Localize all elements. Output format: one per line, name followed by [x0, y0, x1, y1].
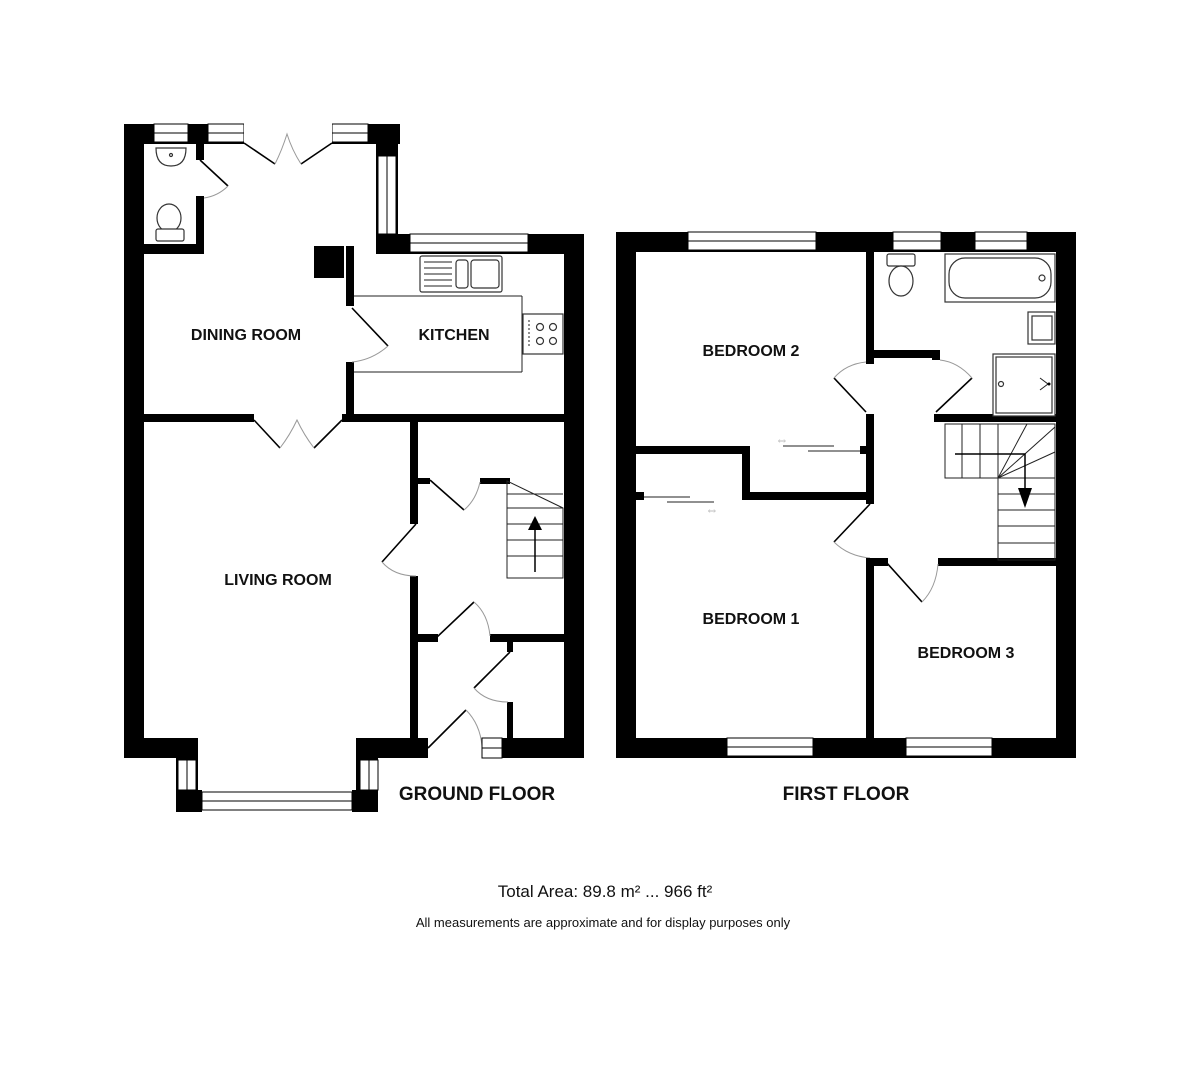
- dining-window-left: [207, 123, 245, 134]
- bathroom-south-wall: [934, 414, 1056, 422]
- dining-kitchen-wall-top: [346, 246, 354, 306]
- sliding-arrow-icon: ⇔: [706, 502, 719, 517]
- dining-east-window: [377, 155, 388, 235]
- bay-window-right: [359, 759, 370, 791]
- porch-north-wall: [490, 634, 564, 642]
- cupboard-door: [429, 479, 465, 511]
- bay-corner-left: [176, 790, 202, 812]
- room-label-living-room: LIVING ROOM: [224, 572, 332, 589]
- porch-window: [481, 737, 503, 749]
- bay-window-front: [201, 791, 353, 802]
- stairs-down-icon: [944, 423, 1056, 561]
- bathroom-west-wall: [866, 252, 874, 364]
- sliding-arrow-icon: ⇔: [776, 432, 789, 447]
- porch-cupboard-door: [473, 651, 511, 689]
- front-door: [427, 709, 467, 749]
- first-floor-title: FIRST FLOOR: [783, 784, 910, 805]
- ff-west-wall: [616, 232, 636, 758]
- wc-east-wall: [196, 196, 204, 252]
- bedroom1-window: [726, 737, 814, 748]
- hall-west-wall-top: [410, 422, 418, 524]
- bay-corner-right: [352, 790, 378, 812]
- kitchen-window: [409, 233, 529, 244]
- bedroom3-north-wall: [938, 558, 1056, 566]
- disclaimer-text: All measurements are approximate and for…: [415, 915, 791, 930]
- french-door-left: [243, 142, 276, 165]
- bathroom-south-wall-left: [874, 350, 940, 358]
- ground-floor-title: GROUND FLOOR: [399, 784, 555, 805]
- living-room-door: [381, 523, 417, 563]
- bedroom2-door: [833, 377, 867, 413]
- bedroom-partition-wall: [636, 446, 748, 454]
- toilet-icon: [886, 253, 916, 267]
- wc-south-wall: [144, 244, 204, 254]
- bedroom2-window: [687, 231, 817, 242]
- inner-hall-door: [435, 601, 475, 639]
- gf-east-wall: [564, 234, 584, 758]
- living-french-door-right: [313, 419, 343, 449]
- bay-window-left: [177, 759, 188, 791]
- kitchen-door: [351, 307, 389, 347]
- room-label-dining-room: DINING ROOM: [191, 327, 301, 344]
- room-label-kitchen: KITCHEN: [418, 327, 489, 344]
- kitchen-hob-icon: [522, 313, 564, 355]
- ground-floor-plan: DINING ROOM KITCHEN LIVING ROOM GROUND F…: [124, 120, 584, 812]
- wc-window: [153, 123, 189, 134]
- landing-west-wall: [866, 414, 874, 500]
- bedroom3-door: [885, 561, 923, 603]
- dining-kitchen-wall-bottom: [346, 362, 354, 420]
- chimney-breast: [314, 246, 344, 278]
- gf-west-wall: [124, 124, 144, 758]
- bathroom-window-left: [892, 231, 942, 242]
- bedroom3-window: [905, 737, 993, 748]
- dining-window-right: [331, 123, 369, 134]
- total-area: Total Area: 89.8 m² ... 966 ft²: [497, 882, 713, 901]
- bathroom-window-right: [974, 231, 1028, 242]
- gf-south-wall-right: [502, 738, 584, 758]
- ff-south-wall: [616, 738, 1076, 758]
- wardrobe-south-wall: [742, 492, 874, 500]
- wc-toilet-icon: [156, 203, 182, 233]
- ff-east-wall: [1056, 232, 1076, 758]
- wc-door: [199, 159, 229, 187]
- french-door-right: [300, 142, 333, 165]
- bedroom1-door: [833, 503, 871, 543]
- bedroom1-east-wall: [866, 558, 874, 748]
- room-label-bedroom-2: BEDROOM 2: [703, 343, 800, 360]
- dining-living-wall-left: [144, 414, 254, 422]
- dining-living-wall-right: [342, 414, 584, 422]
- bathroom-door: [935, 377, 973, 413]
- room-label-bedroom-3: BEDROOM 3: [918, 645, 1015, 662]
- hall-west-wall-bottom: [410, 576, 418, 748]
- room-label-bedroom-1: BEDROOM 1: [703, 611, 800, 628]
- living-french-door-left: [253, 419, 281, 449]
- stairs-up-icon: [506, 480, 564, 579]
- first-floor-plan: ⇔ ⇔ BEDROOM: [616, 231, 1076, 805]
